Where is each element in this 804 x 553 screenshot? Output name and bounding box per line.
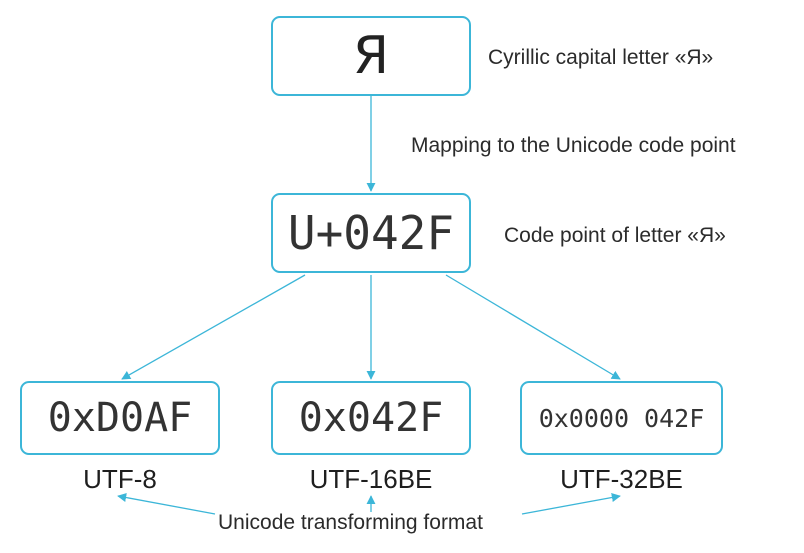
- code-point-value: U+042F: [287, 206, 455, 260]
- code-point-box: U+042F: [271, 193, 471, 273]
- arrow-codepoint-to-utf8: [121, 274, 306, 380]
- letter-glyph: Я: [352, 26, 390, 86]
- transform-caption: Unicode transforming format: [218, 511, 483, 534]
- code-point-caption: Code point of letter «Я»: [504, 224, 726, 247]
- utf8-box: 0xD0AF: [20, 381, 220, 455]
- utf16-label: UTF-16BE: [309, 464, 433, 494]
- utf8-value: 0xD0AF: [47, 395, 193, 441]
- utf32-value: 0x0000 042F: [538, 403, 705, 433]
- utf16-value: 0x042F: [298, 395, 444, 441]
- letter-caption: Cyrillic capital letter «Я»: [488, 46, 714, 69]
- arrow-format-to-utf8: [117, 493, 216, 515]
- arrow-codepoint-to-utf32: [445, 274, 621, 380]
- utf32-label: UTF-32BE: [560, 464, 683, 494]
- utf8-label: UTF-8: [83, 464, 157, 494]
- mapping-caption: Mapping to the Unicode code point: [411, 134, 736, 157]
- utf32-box: 0x0000 042F: [520, 381, 723, 455]
- letter-box: Я: [271, 16, 471, 96]
- utf16-box: 0x042F: [271, 381, 471, 455]
- arrow-format-to-utf32: [521, 493, 621, 515]
